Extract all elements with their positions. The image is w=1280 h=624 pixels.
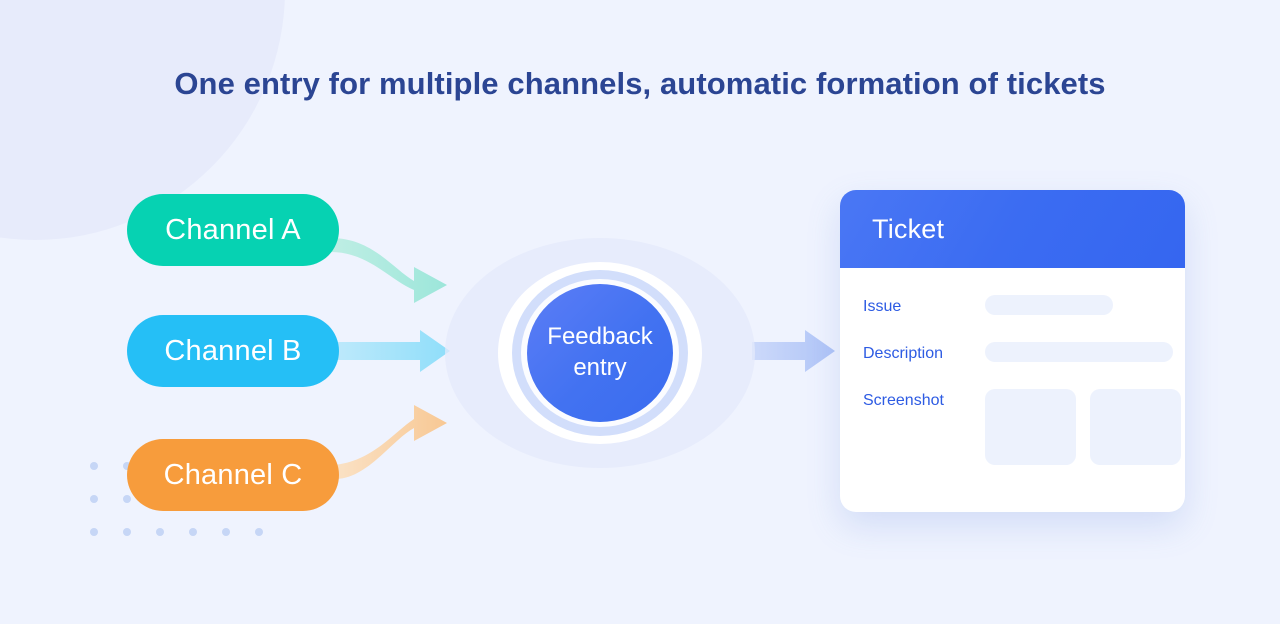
feedback-entry-hub[interactable]: Feedback entry xyxy=(445,238,755,468)
ticket-field-issue-placeholder xyxy=(985,295,1113,315)
ticket-card[interactable]: Ticket Issue Description Screenshot xyxy=(840,190,1185,512)
ticket-field-issue: Issue xyxy=(863,295,1185,316)
ticket-screenshot-thumbnails xyxy=(985,389,1181,465)
ticket-field-description-placeholder xyxy=(985,342,1173,362)
ticket-field-screenshot-label: Screenshot xyxy=(863,392,944,409)
channel-pill-a[interactable]: Channel A xyxy=(127,194,339,266)
ticket-card-header: Ticket xyxy=(840,190,1185,268)
screenshot-thumbnail[interactable] xyxy=(985,389,1076,465)
ticket-card-title: Ticket xyxy=(872,213,945,244)
ticket-field-description: Description xyxy=(863,342,1185,363)
channel-pill-c-label: Channel C xyxy=(163,458,303,491)
channel-pill-b[interactable]: Channel B xyxy=(127,315,339,387)
arrow-channel-c xyxy=(333,405,447,479)
ticket-field-screenshot: Screenshot xyxy=(863,389,1185,465)
channel-pill-b-label: Channel B xyxy=(164,334,302,367)
hub-label-line1: Feedback xyxy=(547,323,653,351)
arrow-hub-to-ticket xyxy=(752,330,835,372)
channel-pill-a-label: Channel A xyxy=(165,213,301,246)
ticket-card-body: Issue Description Screenshot xyxy=(840,268,1185,465)
page-title: One entry for multiple channels, automat… xyxy=(174,66,1106,101)
screenshot-thumbnail[interactable] xyxy=(1090,389,1181,465)
ticket-field-issue-label: Issue xyxy=(863,298,902,315)
arrow-channel-a xyxy=(331,238,447,303)
hub-label-line2: entry xyxy=(573,354,627,381)
hub-circle[interactable]: Feedback entry xyxy=(527,284,673,422)
hub-label: Feedback entry xyxy=(547,322,652,383)
ticket-field-description-label: Description xyxy=(863,345,944,362)
channel-pill-c[interactable]: Channel C xyxy=(127,439,339,511)
arrow-channel-b xyxy=(336,330,450,372)
